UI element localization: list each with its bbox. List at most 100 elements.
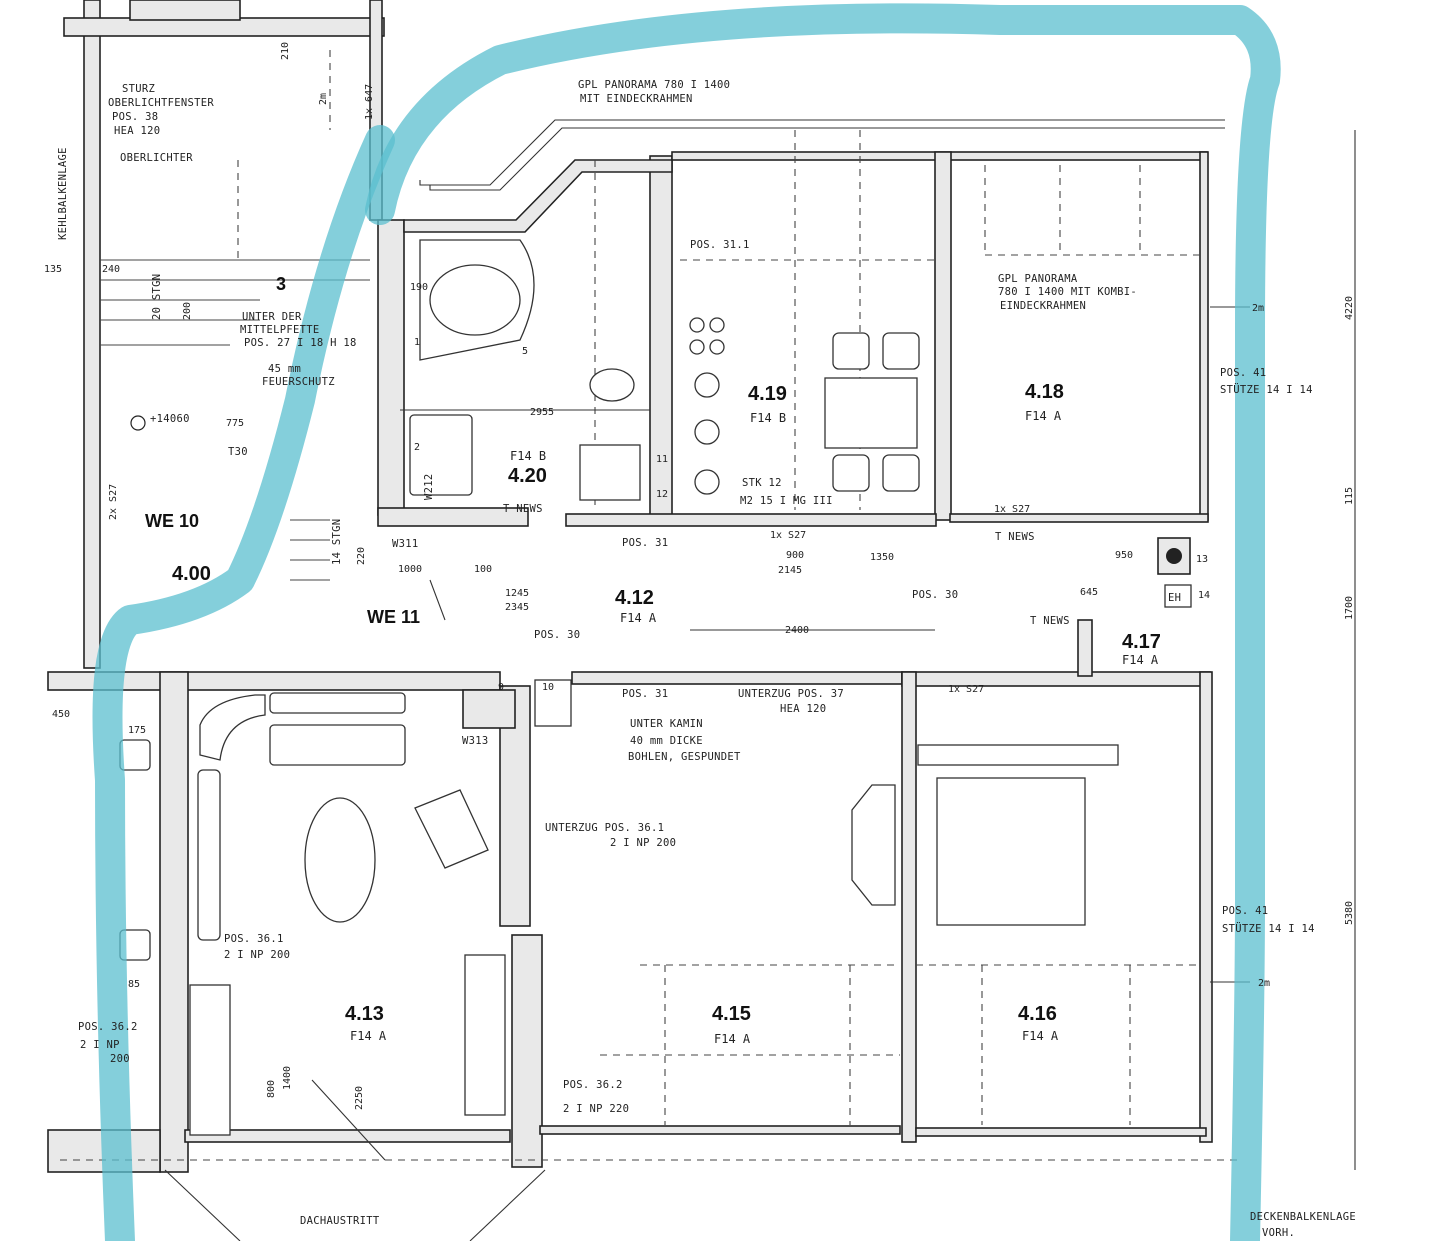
note-sturz-2: OBERLICHTFENSTER (108, 97, 214, 109)
room-labels: 4.00 4.12 F14 A 4.13 F14 A 4.15 F14 A 4.… (145, 274, 1161, 1046)
label-9: 9 (498, 682, 504, 693)
note-level: +14060 (150, 413, 190, 425)
note-t30: T30 (228, 446, 248, 458)
chair-1 (832, 332, 870, 370)
note-tnews-1: T NEWS (503, 503, 543, 515)
note-pos361-1: POS. 36.1 (224, 933, 284, 945)
dim-2400: 2400 (785, 625, 809, 636)
note-dachaustritt: DACHAUSTRITT (300, 1215, 380, 1227)
wall-415-bottom (539, 1125, 901, 1135)
wall-419-418 (934, 151, 952, 521)
wall-418-right (1199, 151, 1209, 521)
note-pos311: POS. 31.1 (690, 239, 750, 251)
room-type-4-19: F14 B (750, 411, 786, 425)
dim-100: 100 (474, 564, 492, 575)
label-1x-647: 1x 647 (364, 84, 375, 120)
dim-115: 115 (1344, 487, 1355, 505)
shower-tray (579, 444, 641, 501)
room-type-4-16: F14 A (1022, 1029, 1059, 1043)
wall-413-415 (511, 934, 543, 1168)
note-pos362l-1: POS. 36.2 (78, 1021, 138, 1033)
wall-mid-right (571, 671, 903, 685)
note-deckenbalkenlage-2: VORH. (1262, 1227, 1295, 1239)
note-pos362r-1: POS. 36.2 (563, 1079, 623, 1091)
note-pos31-a: POS. 31 (622, 537, 668, 549)
dim-450: 450 (52, 709, 70, 720)
chair-4 (882, 454, 920, 492)
label-1: 1 (414, 337, 420, 348)
room-type-4-15: F14 A (714, 1032, 751, 1046)
note-feuerschutz-1: 45 mm (268, 363, 301, 375)
armchair (414, 789, 489, 869)
wall-418-bottom (949, 513, 1209, 523)
room-number-4-19: 4.19 (748, 383, 787, 405)
level-marker-icon (130, 415, 146, 431)
chair-3 (832, 454, 870, 492)
note-stuetze-a: STÜTZE 14 I 14 (1220, 383, 1313, 396)
note-pos362l-2: 2 I NP (80, 1039, 120, 1051)
shelf-413 (464, 954, 506, 1116)
room-type-4-13: F14 A (350, 1029, 387, 1043)
hob-6 (689, 339, 705, 355)
room-number-4-15: 4.15 (712, 1003, 751, 1025)
dim-950: 950 (1115, 550, 1133, 561)
marker-stroke-left (92, 125, 395, 1241)
dim-220: 220 (356, 547, 367, 565)
label-12: 12 (656, 489, 668, 500)
door-diagonal-3 (311, 1079, 386, 1161)
label-2x-s27: 2x S27 (108, 484, 119, 520)
bathtub-basin (429, 264, 521, 336)
dim-900: 900 (786, 550, 804, 561)
door-diagonal-2 (469, 1169, 546, 1241)
bed-double (936, 777, 1086, 926)
room-number-4-17: 4.17 (1122, 631, 1161, 653)
wall-416-bottom (915, 1127, 1207, 1137)
dim-200: 200 (182, 302, 193, 320)
wall-417-left (1077, 619, 1093, 677)
door-diagonal-1 (164, 1169, 241, 1241)
toilet (589, 368, 635, 402)
note-pos362l-3: 200 (110, 1053, 130, 1065)
side-table-top (119, 739, 151, 771)
note-pos31-b: POS. 31 (622, 688, 668, 700)
unit-label-we10: WE 10 (145, 511, 199, 531)
dim-775: 775 (226, 418, 244, 429)
dim-2145: 2145 (778, 565, 802, 576)
note-stuetze-b: STÜTZE 14 I 14 (1222, 922, 1315, 935)
note-pos30-a: POS. 30 (534, 629, 580, 641)
roof-line-1 (419, 119, 1225, 186)
dim-2m-3: 2m (318, 93, 329, 105)
hob-3 (694, 469, 720, 495)
dim-2m-1: 2m (1252, 303, 1264, 314)
marker-outline (92, 3, 1281, 1241)
room-number-4-16: 4.16 (1018, 1003, 1057, 1025)
room-type-4-18: F14 A (1025, 409, 1062, 423)
dim-1000: 1000 (398, 564, 422, 575)
shower (409, 414, 473, 496)
note-eh: EH (1168, 592, 1181, 604)
note-unterzug361-2: 2 I NP 200 (610, 837, 676, 849)
note-pos30-b: POS. 30 (912, 589, 958, 601)
note-sturz-4: HEA 120 (114, 125, 160, 137)
note-gpl-right-3: EINDECKRAHMEN (1000, 300, 1086, 312)
dim-210: 210 (280, 42, 291, 60)
note-tnews-2: T NEWS (995, 531, 1035, 543)
room-type-4-12: F14 A (620, 611, 657, 625)
label-5: 5 (522, 346, 528, 357)
dim-2m-2: 2m (1258, 978, 1270, 989)
label-14: 14 (1198, 590, 1210, 601)
unit-label-we11: WE 11 (367, 607, 420, 627)
walls (47, 0, 1225, 1173)
note-gpl-top-2: MIT EINDECKRAHMEN (580, 93, 693, 105)
note-pos362r-2: 2 I NP 220 (563, 1103, 629, 1115)
wall-415-416 (901, 671, 917, 1143)
dim-135: 135 (44, 264, 62, 275)
dim-190: 190 (410, 282, 428, 293)
note-unterzug361-1: UNTERZUG POS. 36.1 (545, 822, 664, 834)
note-deckenbalkenlage-1: DECKENBALKENLAGE (1250, 1211, 1356, 1223)
note-unterzug37-1: UNTERZUG POS. 37 (738, 688, 844, 700)
room-number-4-18: 4.18 (1025, 381, 1064, 403)
note-tnews-3: T NEWS (1030, 615, 1070, 627)
hob-2 (694, 419, 720, 445)
note-gpl-right-1: GPL PANORAMA (998, 273, 1078, 285)
